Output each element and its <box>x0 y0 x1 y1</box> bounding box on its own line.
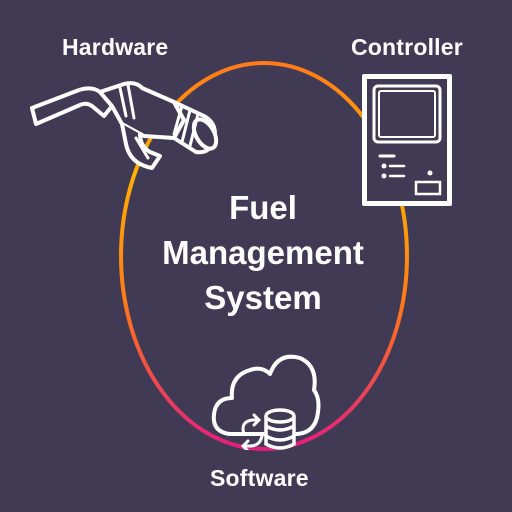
cloud-database-icon <box>208 346 322 453</box>
controller-terminal-icon <box>360 72 454 208</box>
center-title-line: Management <box>162 234 364 271</box>
controller-label: Controller <box>351 34 463 60</box>
center-title: Fuel Management System <box>146 185 380 320</box>
cycle-ring <box>119 61 409 451</box>
center-title-line: Fuel <box>229 189 297 226</box>
software-label: Software <box>210 465 309 491</box>
center-title-line: System <box>204 279 322 316</box>
hardware-label: Hardware <box>62 34 169 60</box>
fuel-nozzle-icon <box>24 72 224 182</box>
